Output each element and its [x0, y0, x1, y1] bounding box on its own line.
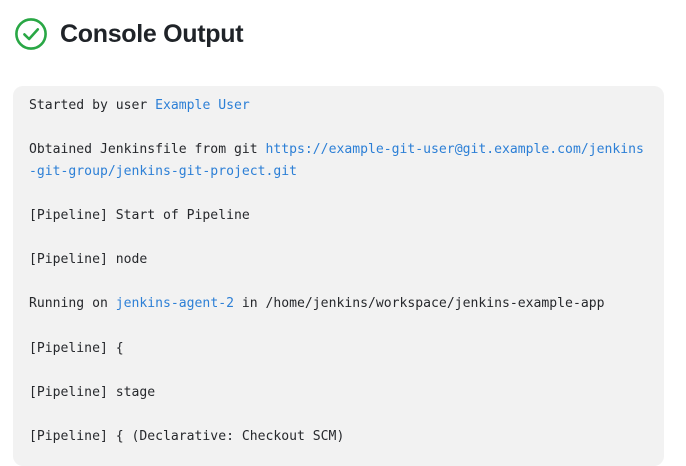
console-log-link[interactable]: https://example-git-user@git.example.com…: [29, 142, 644, 180]
console-log-token: in /home/jenkins/workspace/jenkins-examp…: [233, 296, 605, 312]
console-log-link[interactable]: Example User: [155, 98, 250, 113]
console-log-token: Running on: [29, 296, 116, 312]
console-log-token: [Pipeline] stage: [29, 384, 156, 400]
console-log-line: [Pipeline] stage: [29, 382, 648, 404]
page-title: Console Output: [60, 19, 244, 48]
console-log-line: [Pipeline] node: [29, 249, 648, 271]
console-log-line: Obtained Jenkinsfile from git https://ex…: [29, 139, 648, 183]
console-output-panel[interactable]: Started by user Example User Obtained Je…: [13, 86, 664, 466]
console-log-token: [Pipeline] Start of Pipeline: [29, 208, 250, 224]
console-log-line: [Pipeline] { (Declarative: Checkout SCM): [29, 426, 648, 448]
console-log-token: [Pipeline] {: [29, 340, 124, 356]
console-output-page: Console Output Started by user Example U…: [13, 13, 664, 466]
console-log-text: Started by user Example User Obtained Je…: [29, 95, 648, 466]
console-log-line: [Pipeline] Start of Pipeline: [29, 205, 648, 227]
console-log-line: Started by user Example User: [29, 95, 648, 117]
console-log-line: Running on jenkins-agent-2 in /home/jenk…: [29, 293, 648, 315]
console-log-token: Obtained Jenkinsfile from git: [29, 142, 266, 158]
page-header: Console Output: [14, 13, 244, 55]
check-circle-icon: [14, 17, 48, 51]
console-log-link[interactable]: jenkins-agent-2: [115, 296, 234, 312]
console-log-token: [Pipeline] node: [29, 252, 148, 268]
console-log-line: [Pipeline] {: [29, 338, 648, 360]
console-log-token: [Pipeline] { (Declarative: Checkout SCM): [29, 428, 345, 444]
console-log-token: Started by user: [29, 98, 156, 113]
